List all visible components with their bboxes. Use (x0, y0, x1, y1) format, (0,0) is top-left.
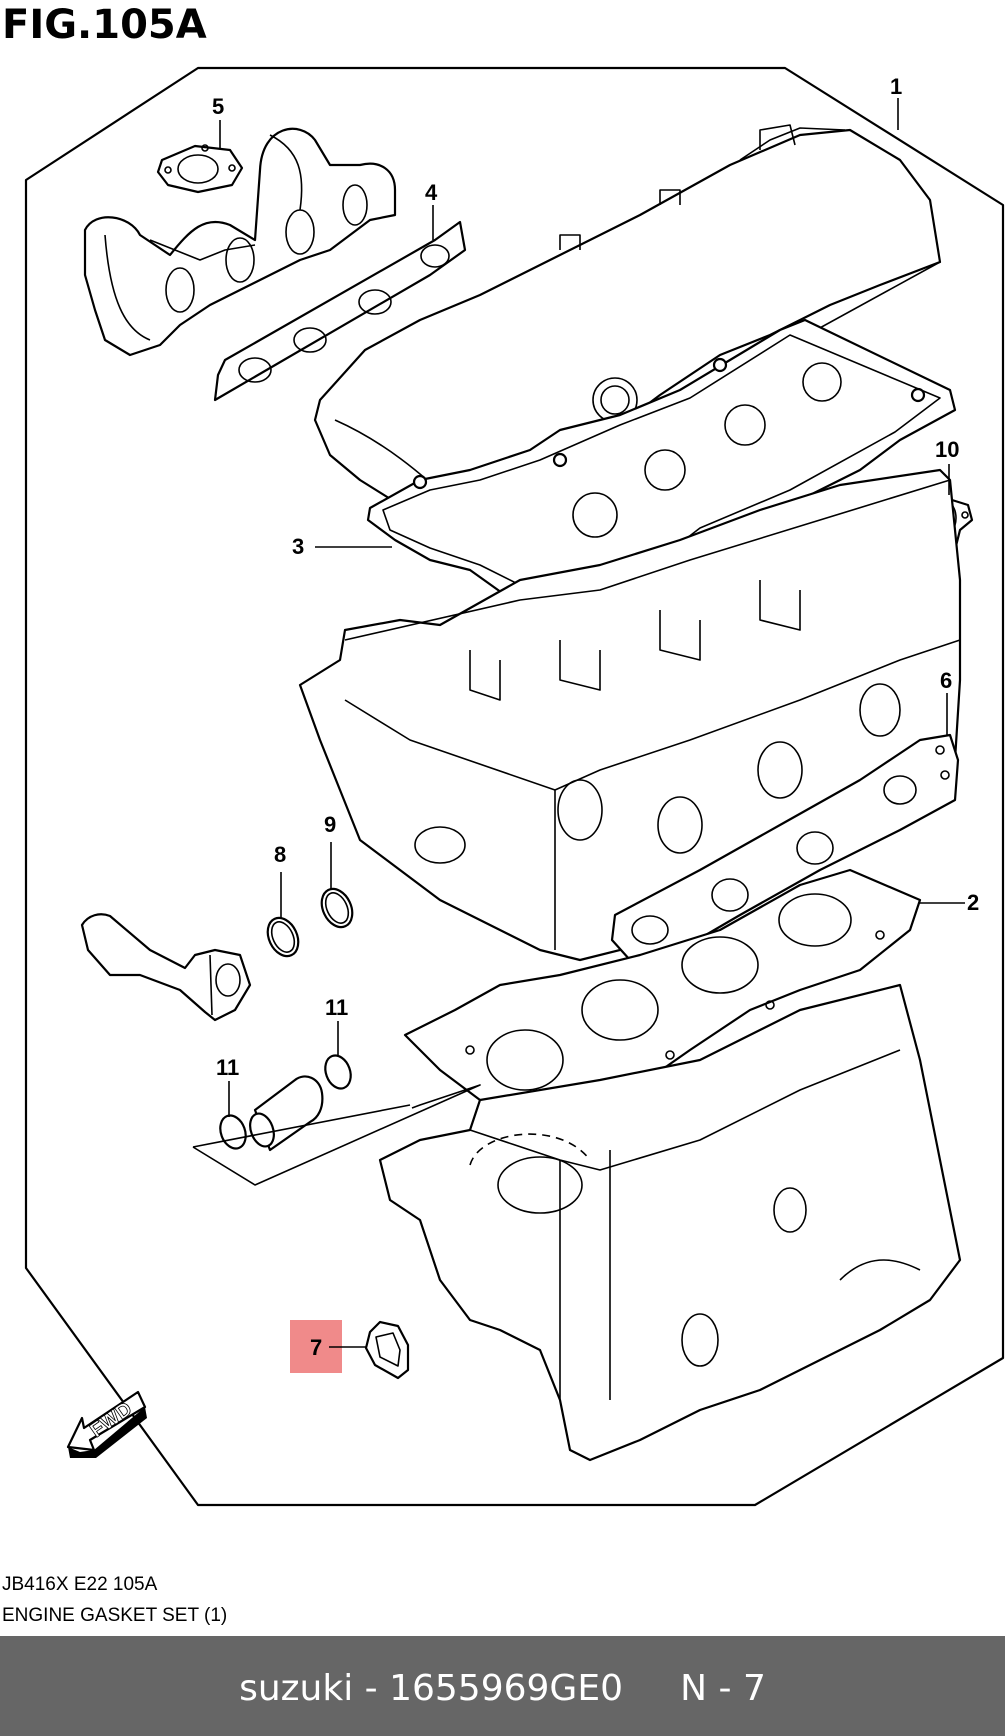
head-cover-gasket (366, 318, 957, 627)
callout-1: 1 (890, 74, 902, 99)
footer-title: ENGINE GASKET SET (1) (2, 1605, 228, 1626)
o-ring-11-right (324, 1054, 352, 1090)
callout-2: 2 (967, 890, 979, 915)
callout-4: 4 (425, 180, 438, 205)
pipe-leader-box (192, 1084, 481, 1186)
figure-title: FIG.105A (2, 2, 207, 48)
intake-manifold (83, 127, 397, 357)
callout-5: 5 (212, 94, 224, 119)
set-boundary (24, 66, 1005, 1507)
o-ring-9-inner (324, 892, 350, 924)
callout-6: 6 (940, 668, 952, 693)
callout-10: 10 (935, 437, 959, 462)
callout-11b: 11 (325, 995, 348, 1020)
bottom-bar (0, 1636, 1005, 1736)
callout-3: 3 (292, 534, 304, 559)
footer-code: JB416X E22 105A (2, 1574, 158, 1595)
callout-9: 9 (324, 812, 336, 837)
thermostat-gasket (364, 1320, 410, 1380)
bottom-bar-text: suzuki - 1655969GE0 N - 7 (239, 1668, 766, 1709)
water-pipe-short (249, 1075, 324, 1152)
callout-11a: 11 (216, 1055, 239, 1080)
exploded-parts-diagram: 1 2 3 4 5 6 7 8 9 10 11 11 FWD (24, 66, 1005, 1507)
throttle-body-gasket (156, 144, 244, 194)
cylinder-block (378, 983, 962, 1462)
callout-7: 7 (310, 1335, 322, 1360)
o-ring-8-inner (270, 921, 296, 953)
pipe-leader-box-2 (192, 1104, 411, 1148)
manifold-gasket (213, 220, 467, 402)
o-ring-11-left (219, 1114, 247, 1150)
water-inlet-pipe (80, 913, 252, 1022)
o-ring-9 (320, 887, 354, 929)
o-ring-8 (266, 916, 300, 958)
callout-8: 8 (274, 842, 286, 867)
fwd-arrow: FWD (66, 1390, 147, 1458)
